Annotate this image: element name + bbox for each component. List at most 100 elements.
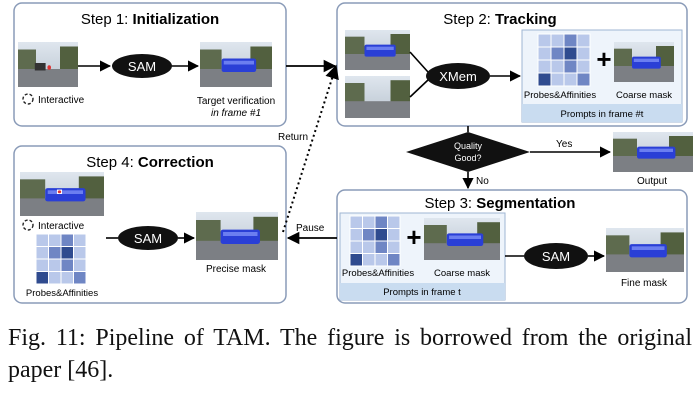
svg-text:Good?: Good? [454, 153, 481, 163]
probe-grid-cell [349, 228, 363, 242]
probe-grid-cell [60, 233, 74, 247]
interactive-icon [22, 219, 34, 231]
step4-input-frame [20, 172, 104, 216]
step2-box: Step 2: Tracking XMem Prompts in frame #… [336, 2, 688, 127]
probe-grid-cell [362, 215, 376, 229]
probe-grid-cell [362, 228, 376, 242]
probe-grid-cell [576, 59, 591, 74]
probe-grid-cell [374, 253, 388, 267]
svg-text:Quality: Quality [454, 141, 483, 151]
probe-grid-cell [387, 215, 401, 229]
probe-grid-cell [362, 240, 376, 254]
probe-grid-cell [550, 46, 565, 61]
probe-grid-cell [374, 228, 388, 242]
output-frame [613, 132, 693, 172]
step2-probe-grid [537, 33, 591, 87]
probe-grid-cell [35, 246, 49, 260]
probe-grid-cell [537, 59, 552, 74]
probe-grid-cell [362, 253, 376, 267]
step2-prompts-label: Prompts in frame #t [561, 109, 644, 120]
figure-caption: Fig. 11: Pipeline of TAM. The figure is … [8, 325, 692, 383]
step2-frame-bottom [345, 76, 410, 118]
probe-grid-cell [349, 240, 363, 254]
probe-grid-cell [73, 246, 87, 260]
probe-grid-cell [387, 240, 401, 254]
probe-grid-cell [60, 246, 74, 260]
step2-plus: + [596, 44, 611, 74]
step1-verify-label2: in frame #1 [211, 108, 261, 119]
step3-box: Step 3: Segmentation Prompts in frame t … [336, 189, 688, 304]
step3-probe-grid [349, 215, 401, 267]
step4-precise-mask [196, 212, 278, 260]
probe-grid-cell [60, 258, 74, 272]
probe-grid-cell [387, 253, 401, 267]
arrow-return [282, 64, 339, 233]
probe-grid-cell [563, 59, 578, 74]
pause-label: Pause [296, 223, 325, 234]
probe-grid-cell [73, 233, 87, 247]
step1-box: Step 1: Initialization Interactive SAM T… [13, 2, 287, 127]
step3-fine-label: Fine mask [621, 278, 668, 289]
probe-grid-cell [349, 253, 363, 267]
step1-interactive-label: Interactive [38, 95, 85, 106]
svg-text:SAM: SAM [542, 249, 570, 264]
step1-input-frame [18, 42, 78, 87]
step3-prompts-label: Prompts in frame t [383, 287, 461, 298]
sam-node-4: SAM [118, 226, 178, 250]
step1-title: Step 1: Initialization [81, 11, 219, 28]
probe-grid-cell [35, 233, 49, 247]
probe-grid-cell [48, 233, 62, 247]
step2-frame-top [345, 30, 410, 70]
probe-grid-cell [563, 33, 578, 48]
probe-grid-cell [576, 33, 591, 48]
probe-grid-cell [349, 215, 363, 229]
interactive-icon [22, 93, 34, 105]
svg-text:SAM: SAM [128, 59, 156, 74]
step2-probes-label: Probes&Affinities [524, 90, 596, 101]
probe-grid-cell [374, 240, 388, 254]
probe-grid-cell [374, 215, 388, 229]
step4-title: Step 4: Correction [86, 154, 214, 171]
xmem-node: XMem [426, 63, 490, 89]
step3-fine-mask [606, 228, 684, 272]
probe-grid-cell [48, 258, 62, 272]
step4-interactive-label: Interactive [38, 221, 85, 232]
probe-grid-cell [576, 46, 591, 61]
step3-coarse-label: Coarse mask [434, 268, 490, 279]
probe-grid-cell [550, 33, 565, 48]
step1-verified-frame [200, 42, 272, 87]
probe-grid-cell [48, 246, 62, 260]
step4-probes-label: Probes&Affinities [26, 288, 98, 299]
probe-grid-cell [35, 258, 49, 272]
return-label: Return [278, 132, 308, 143]
output-label: Output [637, 176, 667, 187]
probe-grid-cell [537, 33, 552, 48]
probe-grid-cell [537, 46, 552, 61]
step3-probes-label: Probes&Affinities [342, 268, 414, 279]
probe-grid-cell [73, 258, 87, 272]
sam-node-1: SAM [112, 54, 172, 78]
step4-probe-grid [35, 233, 87, 285]
quality-decision: Quality Good? [406, 132, 530, 172]
yes-label: Yes [556, 139, 572, 150]
probe-grid-cell [387, 228, 401, 242]
probe-grid-cell [537, 72, 552, 87]
probe-grid-cell [563, 72, 578, 87]
probe-grid-cell [48, 271, 62, 285]
step4-precise-label: Precise mask [206, 264, 267, 275]
probe-grid-cell [576, 72, 591, 87]
step3-prompt-band [340, 283, 505, 300]
no-label: No [476, 176, 489, 187]
step3-title: Step 3: Segmentation [425, 195, 576, 212]
probe-grid-cell [73, 271, 87, 285]
step2-prompt-band [522, 104, 682, 122]
sam-node-3: SAM [524, 243, 588, 269]
pipeline-diagram: Step 1: Initialization Interactive SAM T… [13, 2, 700, 304]
svg-text:SAM: SAM [134, 231, 162, 246]
step2-coarse-mask [614, 42, 674, 82]
probe-grid-cell [550, 59, 565, 74]
step1-verify-label1: Target verification [197, 96, 275, 107]
step2-title: Step 2: Tracking [443, 11, 556, 28]
probe-grid-cell [35, 271, 49, 285]
probe-grid-cell [563, 46, 578, 61]
